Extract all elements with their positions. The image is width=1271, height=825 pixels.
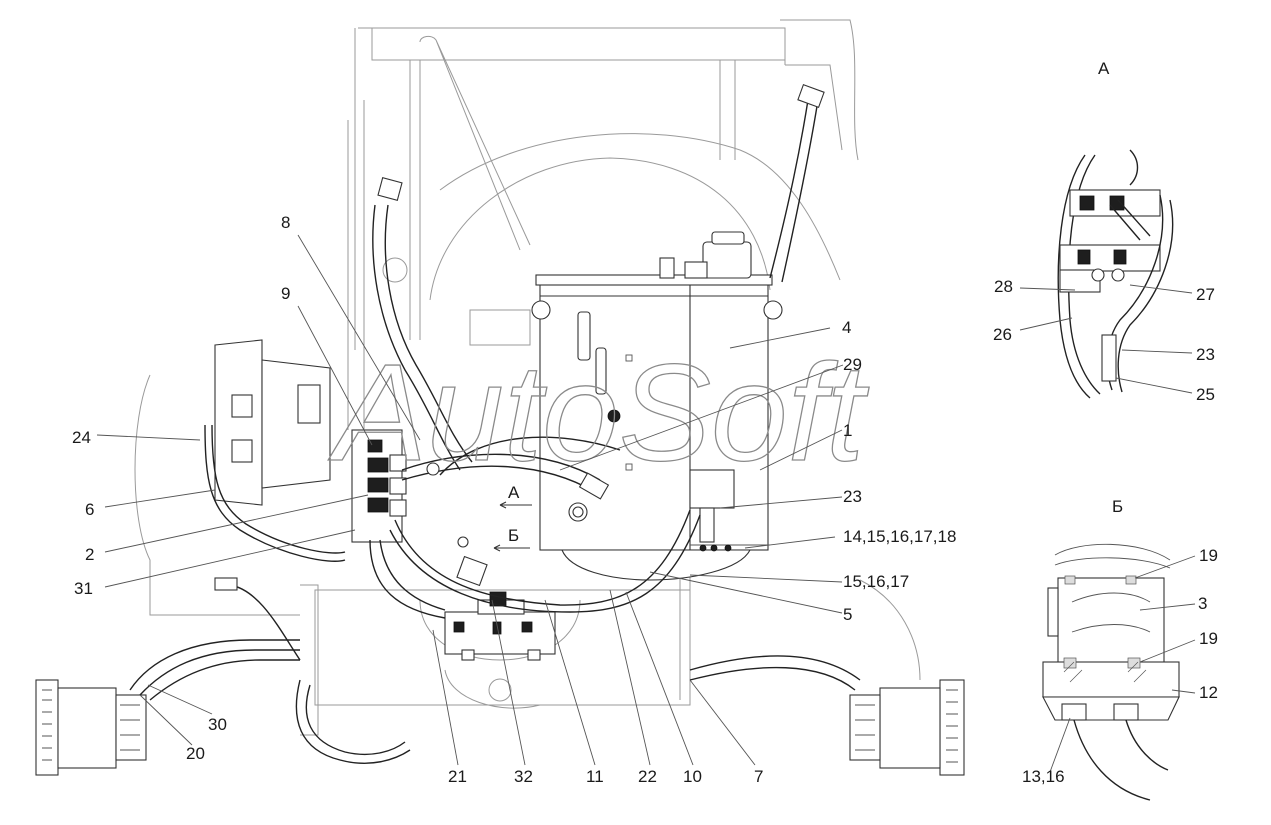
callout-10: 10 [683, 767, 702, 786]
callout-11: 11 [586, 767, 604, 786]
callout-20: 20 [186, 744, 205, 763]
callout-1: 1 [843, 421, 852, 440]
callout-24: 24 [72, 428, 91, 447]
callout-13-16: 13,16 [1022, 767, 1065, 786]
hoses [129, 84, 861, 764]
hydraulic-distributor [351, 429, 407, 543]
callout-3: 3 [1198, 594, 1207, 613]
callout-23: 23 [843, 487, 862, 506]
oil-tank [531, 231, 783, 581]
valve-block [444, 591, 556, 661]
callout-29: 29 [843, 355, 862, 374]
pump-flange [214, 339, 331, 506]
leader-lines [96, 234, 844, 766]
view-a-title: А [1098, 59, 1110, 78]
callout-25: 25 [1196, 385, 1215, 404]
callout-30: 30 [208, 715, 227, 734]
frame-background [134, 19, 921, 736]
watermark: AutoSoft [328, 336, 870, 490]
detail-view-a: А 28 26 27 23 25 [993, 59, 1215, 404]
callout-4: 4 [842, 318, 851, 337]
callout-6: 6 [85, 500, 94, 519]
callout-19-bottom: 19 [1199, 629, 1218, 648]
callout-12: 12 [1199, 683, 1218, 702]
left-wheel-hub [35, 679, 147, 776]
callout-5: 5 [843, 605, 852, 624]
callout-26: 26 [993, 325, 1012, 344]
callout-21: 21 [448, 767, 467, 786]
arrow-a-label: А [508, 483, 520, 502]
callout-15-17: 15,16,17 [843, 572, 909, 591]
callout-9: 9 [281, 284, 290, 303]
callout-2: 2 [85, 545, 94, 564]
callout-19-top: 19 [1199, 546, 1218, 565]
callout-31: 31 [74, 579, 93, 598]
callout-14-18: 14,15,16,17,18 [843, 527, 956, 546]
right-wheel-hub [849, 679, 965, 776]
callout-32: 32 [514, 767, 533, 786]
callouts-main: 8 9 24 6 2 31 30 20 21 32 11 22 10 7 4 2… [72, 213, 956, 786]
callout-22: 22 [638, 767, 657, 786]
callout-7: 7 [754, 767, 763, 786]
view-b-title: Б [1112, 497, 1123, 516]
callout-28: 28 [994, 277, 1013, 296]
callout-23-a: 23 [1196, 345, 1215, 364]
callout-27: 27 [1196, 285, 1215, 304]
callout-8: 8 [281, 213, 290, 232]
detail-view-b: Б 19 3 19 12 13,16 [1022, 497, 1218, 801]
arrow-b-label: Б [508, 526, 519, 545]
section-arrows: А Б [493, 483, 532, 552]
